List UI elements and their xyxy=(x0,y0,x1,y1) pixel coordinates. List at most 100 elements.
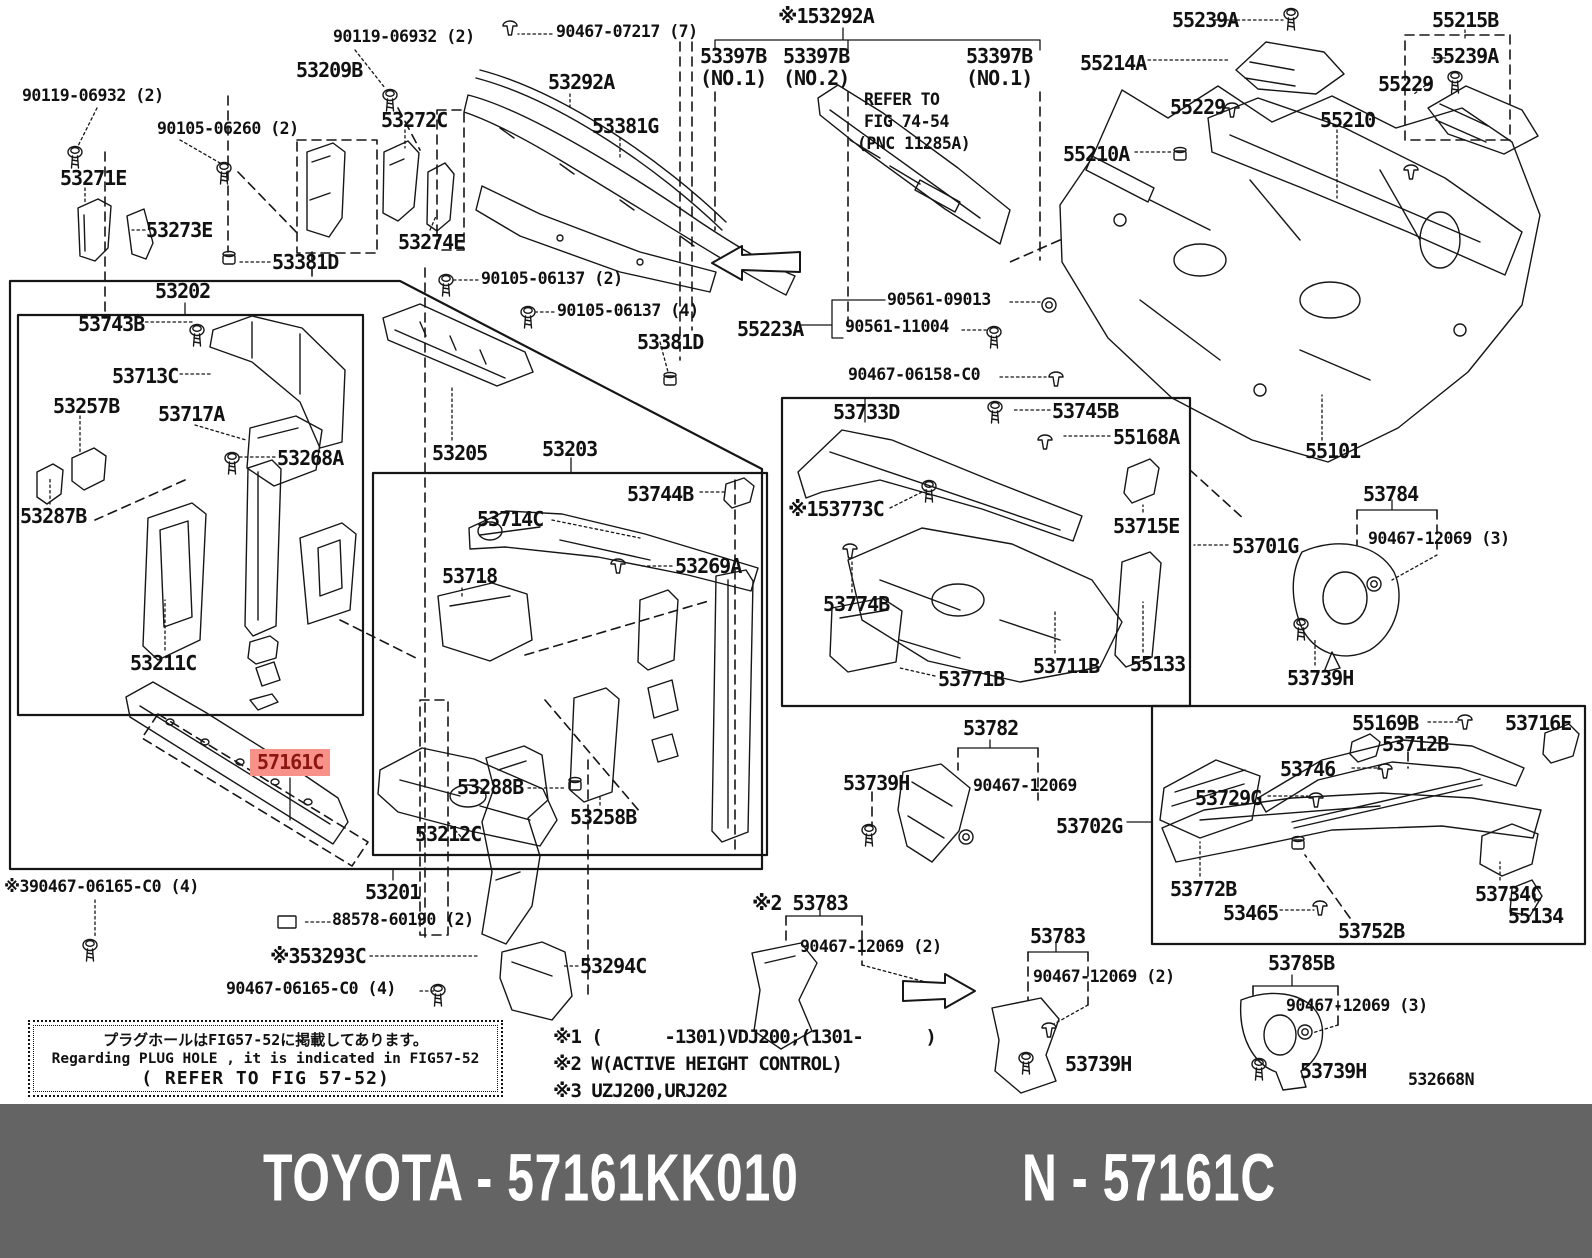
part-label: 53209B xyxy=(296,58,363,82)
part-label: (NO.1) xyxy=(700,66,767,90)
part-label: 53465 xyxy=(1223,901,1279,925)
part-label: 55133 xyxy=(1130,652,1186,676)
clip-icon xyxy=(502,20,518,36)
clip-icon xyxy=(1048,371,1064,387)
grommet-icon xyxy=(1173,146,1187,161)
part-label: ※390467-06165-C0 (4) xyxy=(4,877,199,896)
nut-icon xyxy=(1041,297,1057,313)
note-line-ref: ( REFER TO FIG 57-52) xyxy=(141,1067,390,1089)
part-sketches xyxy=(36,41,1580,1094)
box-53733D xyxy=(780,396,1192,708)
part-label: 53746 xyxy=(1280,757,1336,781)
arrow-right-icon xyxy=(902,973,976,1009)
part-label: 55239A xyxy=(1432,44,1499,68)
part-label: 53734C xyxy=(1475,882,1542,906)
bolt-icon xyxy=(438,273,454,297)
part-label: 55210 xyxy=(1320,108,1376,132)
part-label: 53745B xyxy=(1052,399,1119,423)
part-label: 53271E xyxy=(60,166,127,190)
part-label: 53397B xyxy=(966,44,1033,68)
diagram-canvas xyxy=(8,7,1587,1094)
nut-icon xyxy=(1366,576,1382,592)
part-label: 53739H xyxy=(843,771,910,795)
sketch-53292A-cowl xyxy=(463,94,796,296)
bolt-icon xyxy=(82,938,98,962)
sketch-53381G-seal xyxy=(475,69,727,231)
footnote-1: ※1 ( -1301)VDJ200;(1301- ) xyxy=(553,1026,937,1048)
plug-hole-note-box: プラグホールはFIG57-52に掲載してあります。 Regarding PLUG… xyxy=(28,1020,503,1097)
sketch-53397B-panel xyxy=(817,84,1011,245)
part-label: 55229 xyxy=(1170,95,1226,119)
part-label: FIG 74-54 xyxy=(864,112,949,131)
part-label: ※2 53783 xyxy=(752,891,849,915)
sketch-55215B xyxy=(1427,85,1539,155)
sketch-53271E xyxy=(77,198,112,262)
clip-icon xyxy=(1037,434,1053,450)
part-label: 53739H xyxy=(1287,666,1354,690)
sketch-57161C-rail xyxy=(125,681,349,845)
part-label: 53292A xyxy=(548,70,615,94)
part-label: 90467-12069 (3) xyxy=(1286,996,1428,1015)
sketch-53718 xyxy=(437,582,533,662)
note-line-jp: プラグホールはFIG57-52に掲載してあります。 xyxy=(103,1030,428,1049)
box-53201 xyxy=(8,279,764,871)
part-label: 55134 xyxy=(1508,904,1564,928)
part-label: 53729G xyxy=(1195,786,1262,810)
bolt-icon xyxy=(189,323,205,347)
footer-part-number: TOYOTA - 57161KK010 xyxy=(263,1140,799,1216)
part-label: ※153292A xyxy=(778,4,875,28)
part-label: 90561-11004 xyxy=(845,317,949,336)
nut-icon xyxy=(958,829,974,845)
clip-icon xyxy=(1377,763,1393,779)
highlighted-part-label[interactable]: 57161C xyxy=(250,749,331,776)
sketch-pillar-2 xyxy=(711,569,754,843)
part-label: 53202 xyxy=(155,279,211,303)
sketch-53209B xyxy=(306,142,346,238)
part-label: 53743B xyxy=(78,312,145,336)
part-label: 53739H xyxy=(1300,1059,1367,1083)
part-label: 90467-06165-C0 (4) xyxy=(226,979,396,998)
arrow-left-icon xyxy=(711,245,801,281)
clip-icon xyxy=(1457,714,1473,730)
sketch-53783-b xyxy=(991,997,1060,1094)
part-label: 53381D xyxy=(637,330,704,354)
bolt-icon xyxy=(986,325,1002,349)
part-label: 53752B xyxy=(1338,919,1405,943)
sketch-53784 xyxy=(1292,543,1400,673)
part-label: 90119-06932 (2) xyxy=(22,86,164,105)
sketch-53294C xyxy=(499,941,573,1021)
part-label: 53702G xyxy=(1056,814,1123,838)
part-label: 53294C xyxy=(580,954,647,978)
spacer-icon xyxy=(277,915,297,929)
part-label: 53211C xyxy=(130,651,197,675)
part-label: ※353293C xyxy=(270,944,367,968)
clip-icon xyxy=(1403,164,1419,180)
part-label: 53739H xyxy=(1065,1052,1132,1076)
part-label: 53783 xyxy=(1030,924,1086,948)
sketch-55133 xyxy=(1114,551,1162,668)
part-label: 53744B xyxy=(627,482,694,506)
leader-lines xyxy=(49,19,1536,1034)
sketch-55210-panel xyxy=(1207,97,1523,276)
part-label: 53397B xyxy=(783,44,850,68)
sketch-53715E xyxy=(1123,458,1160,504)
bolt-icon xyxy=(430,983,446,1007)
part-label: 53258B xyxy=(570,805,637,829)
part-label: 90467-07217 (7) xyxy=(556,22,698,41)
part-label: 90561-09013 xyxy=(887,290,991,309)
part-label: (NO.2) xyxy=(783,66,850,90)
bolt-icon xyxy=(1283,7,1299,31)
part-label: 90105-06260 (2) xyxy=(157,119,299,138)
part-label: 53269A xyxy=(675,554,742,578)
part-label: 53257B xyxy=(53,394,120,418)
grommet-icon xyxy=(222,250,236,265)
nut-icon xyxy=(1297,1024,1313,1040)
part-label: 53712B xyxy=(1382,732,1449,756)
part-label: 55223A xyxy=(737,317,804,341)
part-label: 53397B xyxy=(700,44,767,68)
part-label: 53711B xyxy=(1033,654,1100,678)
box-53203 xyxy=(371,471,769,857)
part-label: 53268A xyxy=(277,446,344,470)
part-label: 53785B xyxy=(1268,951,1335,975)
